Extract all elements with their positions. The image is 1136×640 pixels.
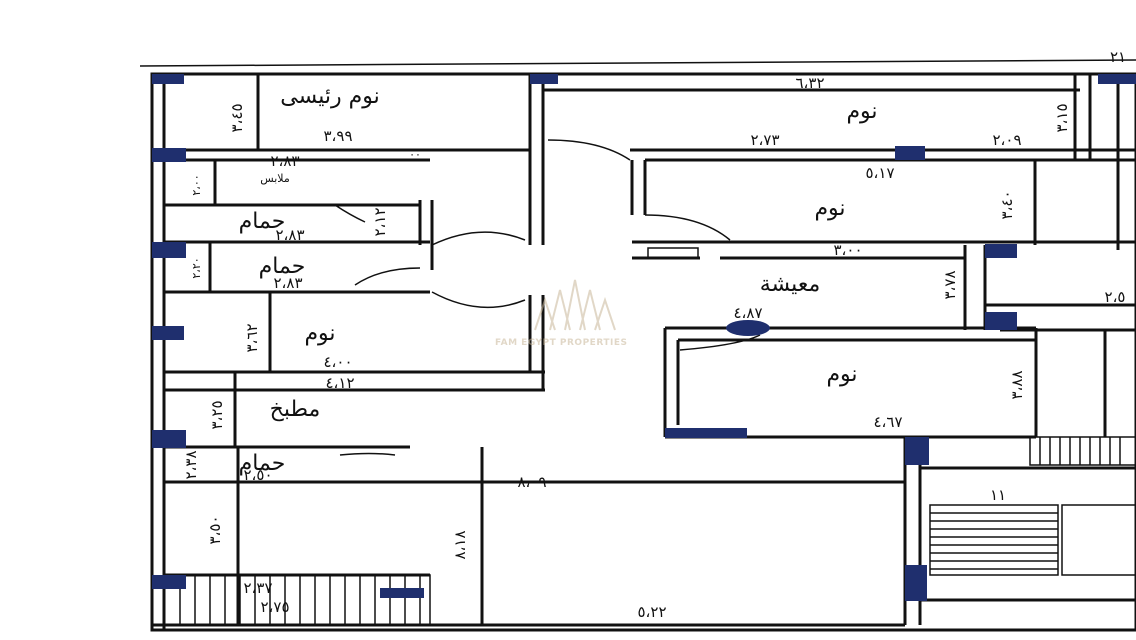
dim-label: ٣،٥٠ [206,515,224,544]
dim-label: ٣،٨٨ [1008,370,1026,399]
dim-label: ٢،٥٠ [243,466,272,484]
door-swing [354,267,421,286]
room-label-bedroom-right: نوم [826,362,857,387]
stairs [929,436,1136,576]
dim-label: ٢،٧٣ [750,131,779,149]
room-labels: نوم رئيسى نوم نوم نوم نوم ملابس حمام حما… [239,84,878,476]
dim-label: ٥،٢٢ [637,603,666,621]
dim-label: ٢،٢٠ [190,257,203,278]
dim-label: ٢،٧٥ [260,598,289,616]
columns [152,74,1136,601]
dim-label: ٤،١٢ [325,374,354,392]
dim-label: ٨،١٨ [451,530,469,559]
dim-label: ٣،٤٠ [998,190,1016,219]
room-label-bath-3: حمام [239,451,286,476]
door-swing [431,291,526,309]
dim-label: ١١ [990,486,1006,504]
dim-label: ٢،١٢ [371,207,389,236]
dim-label: ٢،٠٩ [992,131,1021,149]
room-label-kitchen: مطبخ [270,397,321,422]
balcony-railing [179,574,431,626]
door-swing [679,334,761,351]
dim-label: ٨،٠٩ [517,473,546,491]
dim-label: ٢،٨٣ [270,152,299,170]
room-label-dressing: ملابس [260,172,290,185]
dim-label: ٢،٨٣ [275,226,304,244]
dim-label: ٤،٦٧ [873,413,902,431]
room-label-bedroom-left: نوم [304,321,335,346]
walls [139,59,1136,632]
dim-label: ٣،٦٢ [243,323,261,352]
room-label-bedroom-mid: نوم [814,196,845,221]
door-swing [644,214,731,241]
dim-label: ٣،٩٩ [323,127,352,145]
room-label-bath-2: حمام [259,254,306,279]
dim-label: ٢،٣٨ [182,450,200,479]
room-label-living: معيشة [760,272,820,297]
dim-label: ٣،١٥ [1053,103,1071,132]
window [647,247,699,259]
dim-label: ٢،٠٠ [190,174,203,195]
dim-label: ٣،٢٥ [208,400,226,429]
dim-label: ٣،٠٠ [833,241,862,259]
watermark: FAM EGYPT PROPERTIES [495,279,627,348]
watermark-text: FAM EGYPT PROPERTIES [495,338,627,348]
dim-label: ٠٠ [409,148,421,161]
room-label-master-bedroom: نوم رئيسى [280,84,379,109]
room-label-bedroom-top: نوم [846,99,877,124]
dim-label: ٢،٥ [1105,288,1126,306]
dim-label: ٣،٤٥ [228,103,246,132]
dim-label: ٦،٣٢ [795,74,824,92]
dim-label: ٢،٣٧ [243,579,272,597]
dim-label: ٢١ [1110,48,1126,66]
dimension-labels: ٢١ ٣،٩٩ ٣،٤٥ ٦،٣٢ ٢،٧٣ ٢،٠٩ ٣،١٥ ٢،٨٣ ٢،… [182,48,1126,621]
dim-label: ٢،٨٣ [273,274,302,292]
door-swing [334,204,366,223]
dim-label: ٥،١٧ [865,164,894,182]
door-swing [547,139,631,161]
dim-label: ٤،٠٠ [323,353,352,371]
door-swing [431,231,526,246]
room-label-bath-1: حمام [239,209,286,234]
dim-label: ٤،٨٧ [733,304,762,322]
door-swing [339,452,396,456]
dim-label: ٣،٧٨ [941,270,959,299]
